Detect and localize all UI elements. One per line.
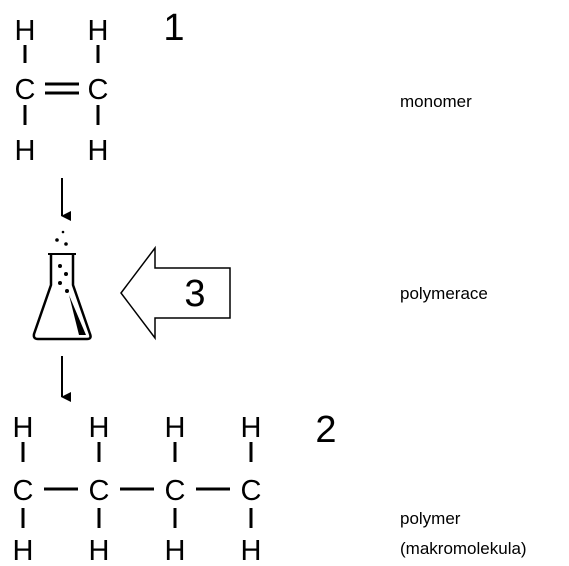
- polymer-h-bottom-4: H: [241, 535, 262, 561]
- number-3: 3: [184, 273, 205, 315]
- polymer-h-top-1: H: [13, 412, 34, 444]
- number-2: 2: [315, 409, 336, 451]
- process-arrow: [120, 245, 231, 341]
- polymer-h-top-3: H: [165, 412, 186, 444]
- polymer-h-bottom-2: H: [89, 535, 110, 561]
- monomer-c-right: C: [88, 74, 109, 106]
- polymer-c-3: C: [165, 475, 186, 507]
- flask-icon: [32, 230, 92, 341]
- label-polymer: polymer: [400, 509, 461, 528]
- polymer-structure: H H H H C C C C H H H H: [13, 412, 262, 566]
- monomer-structure: H H C C H H: [15, 15, 109, 167]
- label-macromolecule: (makromolekula): [400, 539, 527, 558]
- polymer-c-2: C: [89, 475, 110, 507]
- label-monomer: monomer: [400, 92, 472, 111]
- polymer-c-1: C: [13, 475, 34, 507]
- polymer-h-bottom-1: H: [13, 535, 34, 561]
- monomer-h-bottom-right: H: [88, 135, 109, 167]
- monomer-h-top-left: H: [15, 15, 36, 47]
- label-polymerization: polymerace: [400, 284, 488, 303]
- number-1: 1: [163, 7, 184, 49]
- monomer-h-top-right: H: [88, 15, 109, 47]
- polymer-c-4: C: [241, 475, 262, 507]
- polymer-h-top-4: H: [241, 412, 262, 444]
- polymer-h-top-2: H: [89, 412, 110, 444]
- monomer-c-left: C: [15, 74, 36, 106]
- polymer-h-bottom-3: H: [165, 535, 186, 561]
- monomer-h-bottom-left: H: [15, 135, 36, 167]
